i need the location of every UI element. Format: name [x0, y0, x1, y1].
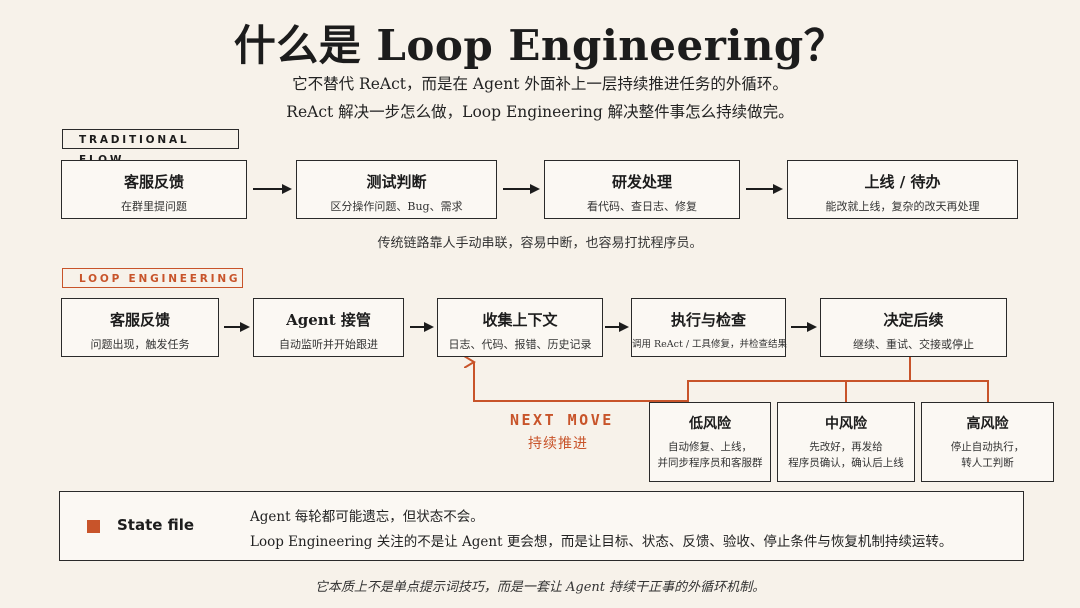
loop-box-decide: 决定后续 继续、重试、交接或停止	[820, 298, 1007, 357]
risk-line: 先改好，再发给	[809, 441, 883, 453]
footer-note: 它本质上不是单点提示词技巧，而是一套让 Agent 持续干正事的外循环机制。	[314, 580, 766, 595]
state-file-label: State file	[117, 516, 195, 534]
subtitle-line-1: 它不替代 ReAct，而是在 Agent 外面补上一层持续推进任务的外循环。	[292, 75, 788, 93]
risk-title: 中风险	[825, 416, 867, 432]
risk-line: 转人工判断	[961, 457, 1014, 469]
state-file-line-1: Agent 每轮都可能遗忘，但状态不会。	[250, 509, 484, 525]
risk-box-high: 高风险 停止自动执行， 转人工判断	[921, 402, 1054, 482]
risk-line: 程序员确认，确认后上线	[788, 457, 904, 469]
loop-box-context: 收集上下文 日志、代码、报错、历史记录	[437, 298, 603, 357]
risk-box-low: 低风险 自动修复、上线， 并同步程序员和客服群	[649, 402, 771, 482]
risk-title: 低风险	[689, 416, 731, 432]
risk-line: 并同步程序员和客服群	[657, 457, 763, 469]
trad-box-feedback: 客服反馈 在群里提问题	[61, 160, 247, 219]
trad-box-sub: 在群里提问题	[121, 200, 187, 213]
trad-box-title: 客服反馈	[123, 173, 184, 191]
loop-box-sub: 问题出现，触发任务	[90, 338, 190, 351]
trad-box-title: 研发处理	[611, 173, 672, 191]
loop-box-sub: 继续、重试、交接或停止	[853, 338, 974, 351]
state-file-panel: State file Agent 每轮都可能遗忘，但状态不会。 Loop Eng…	[59, 491, 1024, 561]
loop-box-feedback: 客服反馈 问题出现，触发任务	[61, 298, 219, 357]
page-title: 什么是 Loop Engineering？	[233, 21, 847, 70]
risk-line: 停止自动执行，	[950, 441, 1025, 453]
trad-box-title: 测试判断	[366, 173, 427, 191]
state-file-square-icon	[87, 520, 100, 533]
branch-high	[910, 380, 989, 402]
loop-box-title: Agent 接管	[286, 311, 371, 329]
traditional-flow-tag: TRADITIONAL FLOW	[62, 129, 239, 166]
loop-box-title: 决定后续	[883, 311, 944, 329]
loop-box-title: 客服反馈	[109, 311, 170, 329]
loop-box-execute: 执行与检查 调用 ReAct / 工具修复，并检查结果	[631, 298, 788, 357]
subtitle-line-2: ReAct 解决一步怎么做，Loop Engineering 解决整件事怎么持续…	[286, 103, 794, 121]
next-move-zh: 持续推进	[528, 436, 588, 452]
loop-engineering-tag: LOOP ENGINEERING	[62, 268, 243, 288]
loop-box-title: 执行与检查	[670, 311, 746, 329]
trad-box-sub: 能改就上线，复杂的改天再处理	[825, 200, 980, 213]
risk-box-mid: 中风险 先改好，再发给 程序员确认，确认后上线	[777, 402, 915, 482]
loop-box-sub: 自动监听并开始跟进	[279, 338, 378, 351]
loop-box-title: 收集上下文	[482, 311, 558, 329]
loop-box-sub: 日志、代码、报错、历史记录	[448, 338, 592, 351]
risk-line: 自动修复、上线，	[668, 441, 752, 453]
risk-title: 高风险	[966, 416, 1009, 432]
state-file-line-2: Loop Engineering 关注的不是让 Agent 更会想，而是让目标、…	[250, 534, 953, 550]
loop-back-line	[474, 357, 911, 402]
trad-box-title: 上线 / 待办	[864, 173, 941, 191]
trad-box-release: 上线 / 待办 能改就上线，复杂的改天再处理	[787, 160, 1018, 219]
next-move-label: NEXT MOVE	[510, 411, 614, 429]
loop-box-agent: Agent 接管 自动监听并开始跟进	[253, 298, 404, 357]
loop-box-sub: 调用 ReAct / 工具修复，并检查结果	[632, 339, 788, 350]
traditional-note: 传统链路靠人手动串联，容易中断，也容易打扰程序员。	[377, 236, 703, 251]
trad-box-dev: 研发处理 看代码、查日志、修复	[544, 160, 740, 219]
trad-box-testing: 测试判断 区分操作问题、Bug、需求	[296, 160, 497, 219]
trad-box-sub: 区分操作问题、Bug、需求	[330, 200, 463, 213]
trad-box-sub: 看代码、查日志、修复	[587, 200, 697, 213]
